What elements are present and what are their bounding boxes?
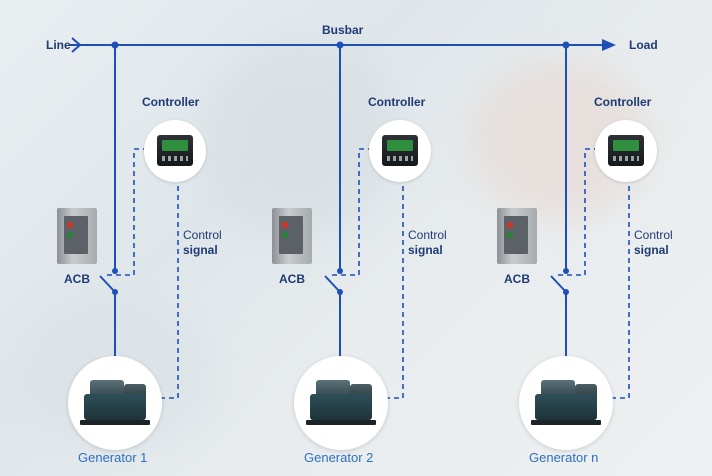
acb-label: ACB <box>279 272 305 286</box>
circuit-breaker-icon <box>497 208 537 264</box>
line-arrow-icon <box>71 37 82 53</box>
generator-label: Generator 2 <box>304 450 374 465</box>
generator-icon <box>519 356 613 450</box>
controller-panel-icon <box>369 120 431 182</box>
load-arrow-icon <box>602 39 616 51</box>
busbar-label: Busbar <box>322 23 364 37</box>
generator-icon <box>68 356 162 450</box>
controller-panel-icon <box>595 120 657 182</box>
controller-panel-icon <box>144 120 206 182</box>
controller-label: Controller <box>368 95 426 109</box>
acb-label: ACB <box>64 272 90 286</box>
generator-feeder-2 <box>324 45 404 399</box>
generator-label: Generator n <box>529 450 599 465</box>
circuit-breaker-icon <box>272 208 312 264</box>
generator-feeder-1 <box>99 45 179 399</box>
generator-feeder-n <box>550 45 630 399</box>
controller-label: Controller <box>142 95 200 109</box>
background-shape <box>200 40 400 240</box>
generator-label: Generator 1 <box>78 450 148 465</box>
load-label: Load <box>629 38 658 52</box>
line-label: Line <box>46 38 71 52</box>
acb-label: ACB <box>504 272 530 286</box>
controller-label: Controller <box>594 95 652 109</box>
generator-icon <box>294 356 388 450</box>
circuit-breaker-icon <box>57 208 97 264</box>
